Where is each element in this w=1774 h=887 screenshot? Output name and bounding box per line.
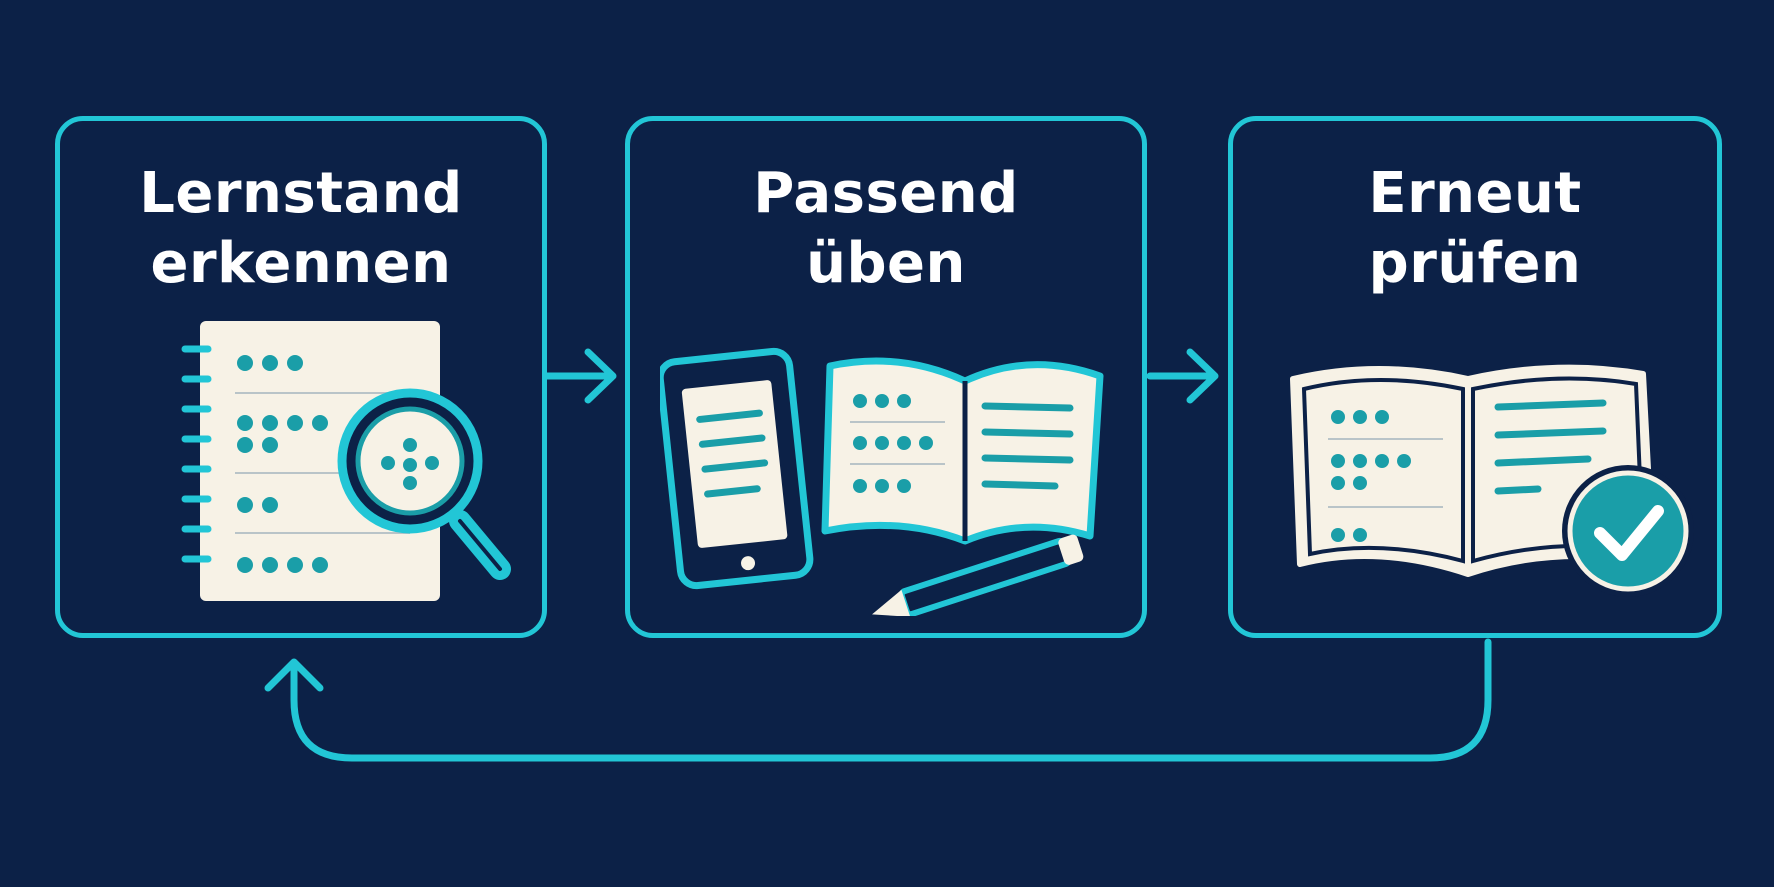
- phone-book-pencil-icon: [660, 347, 1104, 616]
- loop-back-arrow-icon: [264, 638, 1492, 762]
- book-checkmark-icon: [1290, 364, 1694, 597]
- open-book-icon: [821, 357, 1104, 545]
- arrow-right-icon: [542, 348, 617, 404]
- step-title: Lernstand erkennen: [139, 161, 463, 296]
- notebook-magnifier-icon: [181, 321, 511, 601]
- checkmark-icon: [1562, 465, 1694, 597]
- step-title: Erneut prüfen: [1368, 161, 1582, 296]
- pencil-icon: [872, 534, 1084, 616]
- step-title: Passend üben: [753, 161, 1019, 296]
- step-box-3: Erneut prüfen: [1228, 116, 1722, 638]
- step-box-2: Passend üben: [625, 116, 1147, 638]
- arrow-right-icon: [1146, 348, 1219, 404]
- phone-icon: [660, 347, 814, 590]
- step-box-1: Lernstand erkennen: [55, 116, 547, 638]
